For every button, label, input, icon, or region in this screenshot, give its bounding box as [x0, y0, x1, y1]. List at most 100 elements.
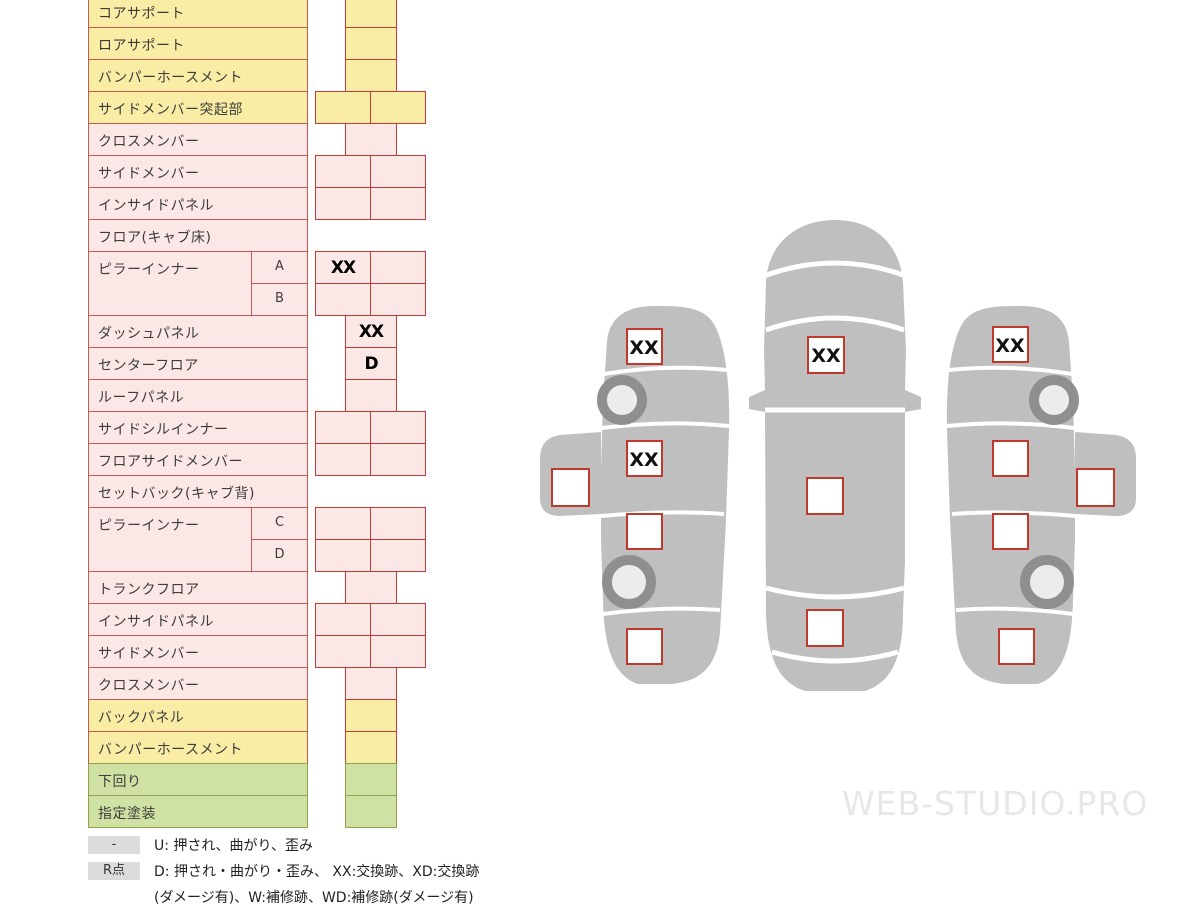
check-cell — [370, 507, 426, 540]
check-cell: XX — [345, 315, 397, 348]
damage-mark: XX — [629, 337, 659, 359]
legend-row-1: - U: 押され、曲がり、歪み — [88, 836, 479, 854]
sheet-row-pillar-inner-cd: ピラーインナー C D — [88, 507, 428, 572]
legend-text: (ダメージ有)、W:補修跡、WD:補修跡(ダメージ有) — [154, 890, 474, 906]
sheet-row-underbody: 下回り — [88, 763, 428, 796]
legend-row-3: (ダメージ有)、W:補修跡、WD:補修跡(ダメージ有) — [154, 888, 479, 906]
sheet-row-floor-side-member: フロアサイドメンバー — [88, 443, 428, 476]
part-label: フロアサイドメンバー — [88, 443, 308, 476]
sheet-row-cross-member-rear: クロスメンバー — [88, 667, 428, 700]
part-label: フロア(キャブ床) — [88, 219, 308, 252]
damage-square — [992, 513, 1029, 550]
check-cell — [315, 443, 371, 476]
check-cell — [370, 155, 426, 188]
damage-square — [806, 609, 844, 647]
part-label: インサイドパネル — [88, 187, 308, 220]
check-cell: XX — [315, 251, 371, 284]
check-cell — [370, 603, 426, 636]
sheet-row-floor-cab: フロア(キャブ床) — [88, 219, 428, 252]
check-cell — [345, 379, 397, 412]
wheel-icon — [1020, 555, 1074, 609]
part-label: コアサポート — [88, 0, 308, 28]
part-label: クロスメンバー — [88, 667, 308, 700]
wheel-icon — [1029, 375, 1079, 425]
watermark: WEB-STUDIO.PRO — [842, 784, 1149, 823]
check-cell: D — [345, 347, 397, 380]
check-cell — [345, 763, 397, 796]
check-cell — [345, 731, 397, 764]
check-cell — [370, 539, 426, 572]
part-label: セットバック(キャブ背) — [88, 475, 308, 508]
sheet-row-center-floor: センターフロア D — [88, 347, 428, 380]
sub-label-a: A — [251, 251, 308, 284]
sheet-row-side-member-rear: サイドメンバー — [88, 635, 428, 668]
sheet-row-back-panel: バックパネル — [88, 699, 428, 732]
part-label: バンパーホースメント — [88, 59, 308, 92]
part-label: インサイドパネル — [88, 603, 308, 636]
check-cell — [315, 411, 371, 444]
sheet-row-inside-panel-rear: インサイドパネル — [88, 603, 428, 636]
part-label: 指定塗装 — [88, 795, 308, 828]
part-label: サイドメンバー — [88, 635, 308, 668]
check-cell — [315, 187, 371, 220]
damage-squares-left — [551, 328, 663, 665]
damage-squares-right — [992, 326, 1115, 665]
check-cell — [345, 123, 397, 156]
check-cell — [370, 91, 426, 124]
check-cell — [370, 187, 426, 220]
check-cell — [370, 283, 426, 316]
part-label: サイドシルインナー — [88, 411, 308, 444]
car-right-side-panel — [946, 306, 1136, 684]
right-sill-piece — [1075, 432, 1136, 516]
damage-mark: XX — [995, 335, 1025, 357]
check-cell — [345, 667, 397, 700]
part-label: ロアサポート — [88, 27, 308, 60]
sheet-row-lower-support: ロアサポート — [88, 27, 428, 60]
legend: - U: 押され、曲がり、歪み R点 D: 押され・曲がり・歪み、 XX:交換跡… — [88, 836, 479, 914]
check-cell — [345, 699, 397, 732]
part-label: ルーフパネル — [88, 379, 308, 412]
car-left-side-panel — [540, 306, 730, 684]
check-cell — [345, 795, 397, 828]
sheet-row-bumper-reinforcement-front: バンパーホースメント — [88, 59, 428, 92]
sheet-row-trunk-floor: トランクフロア — [88, 571, 428, 604]
check-cell — [315, 91, 371, 124]
part-label: サイドメンバー — [88, 155, 308, 188]
legend-badge-rpoint: R点 — [88, 862, 140, 880]
sheet-row-core-support: コアサポート — [88, 0, 428, 28]
car-underbody-top-view — [749, 220, 921, 691]
sheet-row-pillar-inner-ab: ピラーインナー A B XX — [88, 251, 428, 316]
check-cell — [370, 411, 426, 444]
damage-mark: XX — [330, 257, 356, 278]
part-label: バックパネル — [88, 699, 308, 732]
sheet-row-inside-panel-front: インサイドパネル — [88, 187, 428, 220]
part-label: ピラーインナー — [88, 507, 252, 572]
part-label: 下回り — [88, 763, 308, 796]
damage-square — [1076, 468, 1115, 507]
damage-mark-labels: XX XX XX XX — [629, 335, 1025, 471]
check-cell — [370, 251, 426, 284]
part-label: クロスメンバー — [88, 123, 308, 156]
damage-square — [626, 513, 663, 550]
sheet-row-dash-panel: ダッシュパネル XX — [88, 315, 428, 348]
damage-square — [626, 328, 663, 365]
damage-mark: XX — [629, 449, 659, 471]
part-label: トランクフロア — [88, 571, 308, 604]
check-cell — [345, 571, 397, 604]
panel-seam-lines — [600, 365, 730, 616]
part-label: バンパーホースメント — [88, 731, 308, 764]
check-cell — [315, 539, 371, 572]
sheet-row-roof-panel: ルーフパネル — [88, 379, 428, 412]
sub-label-b: B — [251, 283, 308, 316]
damage-square — [626, 440, 663, 477]
check-cell — [315, 635, 371, 668]
part-label: ダッシュパネル — [88, 315, 308, 348]
sheet-row-side-sill-inner: サイドシルインナー — [88, 411, 428, 444]
damage-squares-center — [806, 336, 845, 647]
check-cell — [345, 27, 397, 60]
check-cell — [315, 603, 371, 636]
sheet-row-setback-cab: セットバック(キャブ背) — [88, 475, 428, 508]
part-label: サイドメンバー突起部 — [88, 91, 308, 124]
sheet-row-bumper-reinforcement-rear: バンパーホースメント — [88, 731, 428, 764]
damage-square — [992, 440, 1029, 477]
